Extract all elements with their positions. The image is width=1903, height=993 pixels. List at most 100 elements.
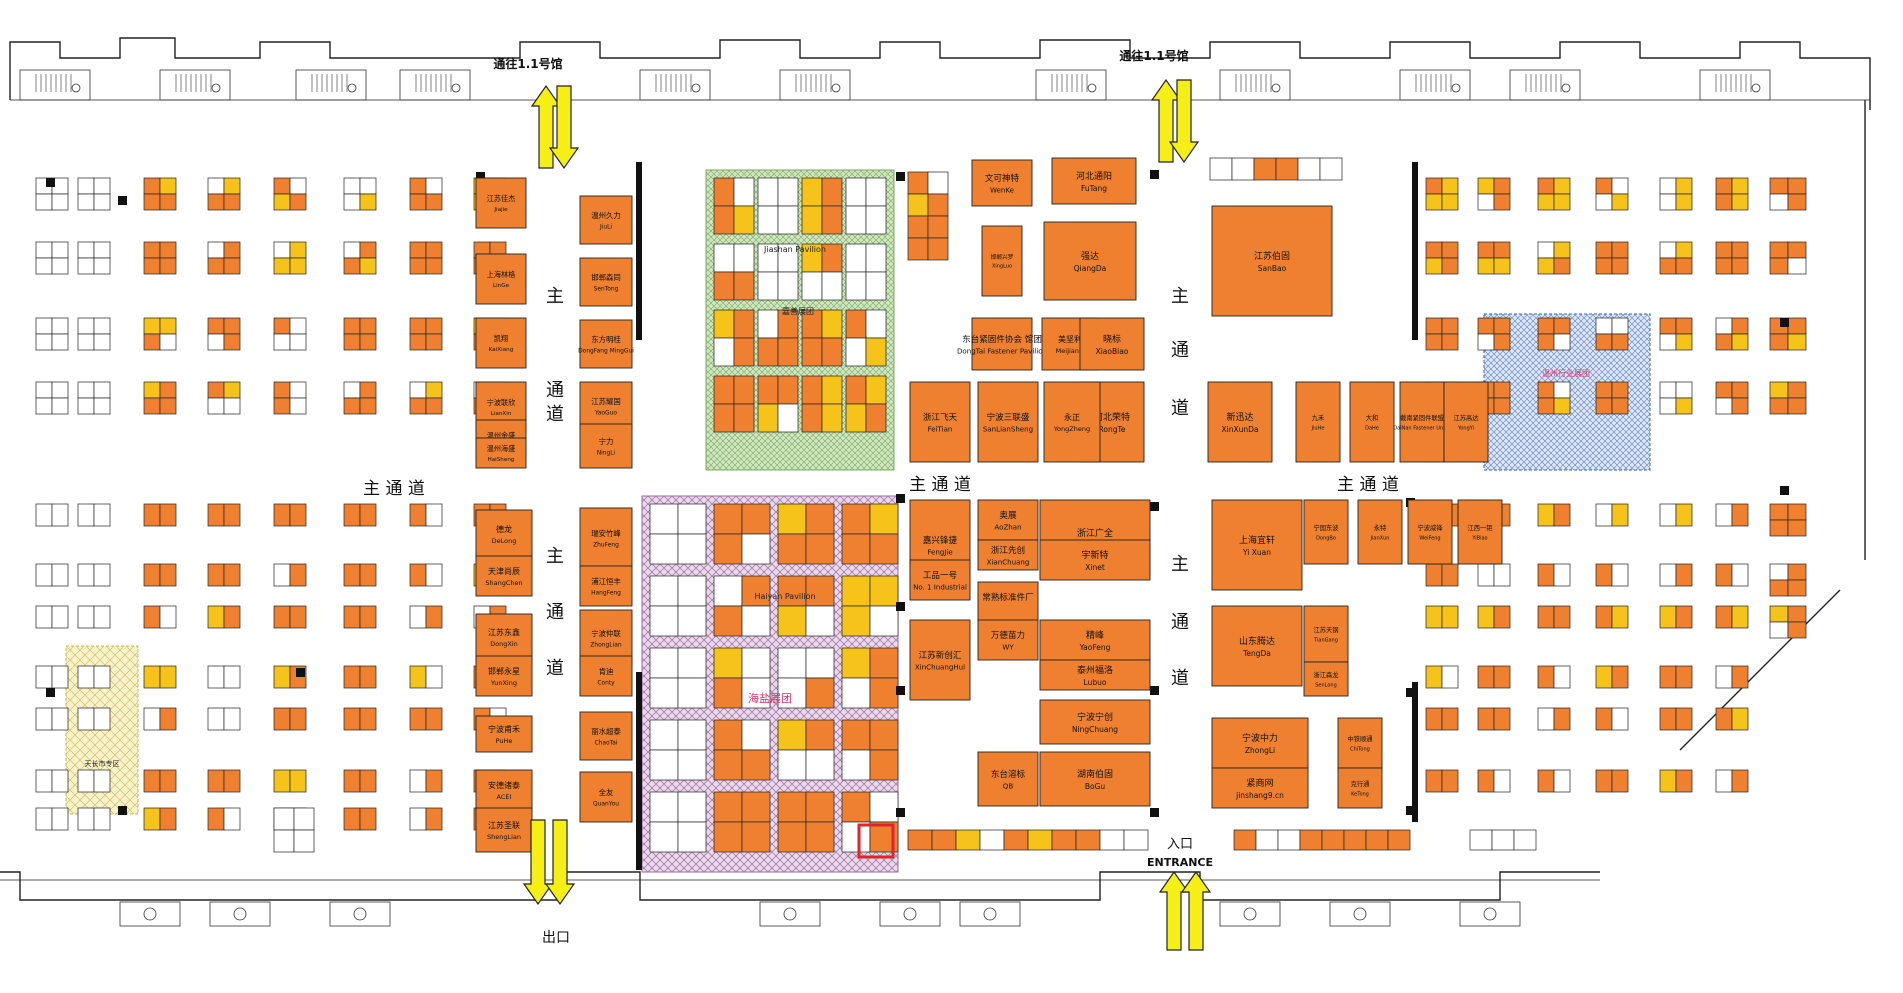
booth[interactable] — [77, 333, 95, 351]
booth[interactable] — [93, 333, 111, 351]
booth[interactable] — [1425, 317, 1443, 335]
booth[interactable] — [51, 397, 69, 415]
booth[interactable] — [1537, 397, 1555, 415]
booth[interactable] — [207, 333, 225, 351]
booth[interactable] — [777, 647, 807, 679]
booth[interactable] — [273, 257, 291, 275]
booth[interactable] — [1493, 397, 1511, 415]
booth[interactable] — [801, 177, 823, 207]
booth[interactable] — [1441, 193, 1459, 211]
booth[interactable] — [805, 791, 835, 823]
booth[interactable] — [649, 677, 679, 709]
booth-shape[interactable] — [1211, 717, 1309, 769]
booth[interactable] — [733, 403, 755, 433]
booth[interactable] — [409, 177, 427, 195]
booth[interactable] — [1553, 257, 1571, 275]
booth[interactable] — [35, 193, 53, 211]
booth[interactable] — [1731, 333, 1749, 351]
booth[interactable] — [425, 605, 443, 629]
booth[interactable] — [289, 333, 307, 351]
booth[interactable] — [1493, 665, 1511, 689]
booth[interactable] — [713, 575, 743, 607]
booth[interactable] — [77, 665, 95, 689]
booth-shape[interactable] — [475, 715, 533, 753]
booth[interactable] — [907, 171, 929, 195]
booth-shape[interactable] — [475, 317, 527, 369]
booth[interactable] — [1297, 157, 1321, 181]
booth[interactable] — [35, 665, 53, 689]
booth[interactable] — [677, 719, 707, 751]
booth[interactable] — [93, 665, 111, 689]
booth[interactable] — [801, 375, 823, 405]
booth-shape[interactable] — [971, 159, 1033, 207]
booth-shape[interactable] — [1399, 381, 1445, 463]
booth[interactable] — [841, 821, 871, 853]
booth[interactable] — [1659, 503, 1677, 527]
booth[interactable] — [1595, 241, 1613, 259]
booth[interactable] — [207, 563, 225, 587]
booth[interactable] — [1425, 177, 1443, 195]
booth[interactable] — [1537, 193, 1555, 211]
booth-shape[interactable] — [475, 509, 533, 559]
booth-shape[interactable] — [1443, 381, 1489, 463]
booth[interactable] — [1595, 563, 1613, 587]
booth[interactable] — [865, 375, 887, 405]
booth[interactable] — [1769, 397, 1789, 415]
booth[interactable] — [93, 563, 111, 587]
booth[interactable] — [1513, 829, 1537, 851]
booth[interactable] — [1769, 381, 1789, 399]
booth[interactable] — [77, 807, 95, 831]
booth[interactable] — [159, 193, 177, 211]
booth[interactable] — [273, 769, 291, 793]
booth[interactable] — [1769, 193, 1789, 211]
booth[interactable] — [1731, 177, 1749, 195]
booth[interactable] — [801, 403, 823, 433]
booth[interactable] — [1477, 665, 1495, 689]
booth[interactable] — [1787, 381, 1807, 399]
booth[interactable] — [1051, 829, 1077, 851]
booth[interactable] — [289, 707, 307, 731]
booth[interactable] — [649, 791, 679, 823]
booth[interactable] — [1715, 193, 1733, 211]
booth-shape[interactable] — [977, 751, 1039, 807]
booth-shape[interactable] — [1039, 659, 1151, 691]
booth[interactable] — [845, 337, 867, 367]
booth[interactable] — [1253, 157, 1277, 181]
booth[interactable] — [343, 665, 361, 689]
booth[interactable] — [777, 177, 799, 207]
booth[interactable] — [841, 575, 871, 607]
booth-shape[interactable] — [909, 619, 971, 701]
booth-shape[interactable] — [1039, 699, 1151, 745]
booth[interactable] — [51, 665, 69, 689]
booth[interactable] — [869, 719, 899, 751]
booth-shape[interactable] — [1303, 605, 1349, 663]
booth[interactable] — [1769, 621, 1789, 639]
booth[interactable] — [1659, 177, 1677, 195]
booth[interactable] — [1441, 257, 1459, 275]
booth[interactable] — [35, 769, 53, 793]
booth[interactable] — [207, 605, 225, 629]
booth[interactable] — [869, 647, 899, 679]
booth-shape[interactable] — [579, 257, 633, 307]
booth[interactable] — [343, 605, 361, 629]
booth[interactable] — [77, 563, 95, 587]
booth[interactable] — [273, 177, 291, 195]
booth[interactable] — [1553, 503, 1571, 527]
booth[interactable] — [1715, 257, 1733, 275]
booth[interactable] — [1769, 257, 1789, 275]
booth[interactable] — [1595, 317, 1613, 335]
booth-shape[interactable] — [579, 381, 633, 431]
booth[interactable] — [35, 397, 53, 415]
booth[interactable] — [1611, 605, 1629, 629]
booth[interactable] — [757, 271, 779, 301]
booth[interactable] — [343, 241, 361, 259]
